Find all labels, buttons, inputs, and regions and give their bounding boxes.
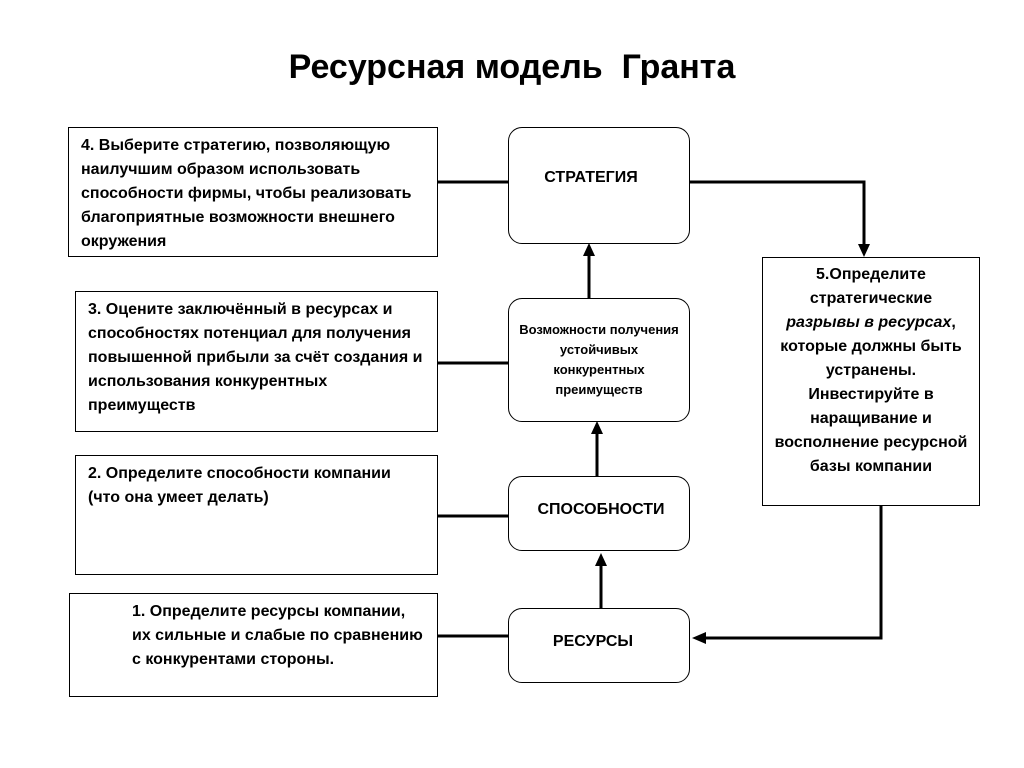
capabilities-label: СПОСОБНОСТИ — [537, 500, 665, 518]
step-5-italic: разрывы в ресурсах — [786, 314, 952, 331]
step-1-text: 1. Определите ресурсы компании, их сильн… — [132, 603, 423, 668]
step-5-part2: , которые должны быть устранены. Инвести… — [774, 314, 968, 475]
step-2-box: 2. Определите способности компании (что … — [75, 455, 438, 575]
step-5-text: 5.Определите стратегические разрывы в ре… — [771, 263, 971, 479]
step-3-box: 3. Оцените заключённый в ресурсах и спос… — [75, 291, 438, 432]
strategy-label: СТРАТЕГИЯ — [544, 168, 638, 186]
advantages-node: Возможности получения устойчивых конкуре… — [508, 298, 690, 422]
step-4-text: 4. Выберите стратегию, позволяющую наилу… — [81, 137, 412, 250]
resources-label: РЕСУРСЫ — [552, 632, 634, 650]
step-3-text: 3. Оцените заключённый в ресурсах и спос… — [88, 301, 423, 414]
resources-node: РЕСУРСЫ — [508, 608, 690, 683]
strategy-node: СТРАТЕГИЯ — [508, 127, 690, 244]
page-title: Ресурсная модель Гранта — [288, 48, 736, 86]
step-4-box: 4. Выберите стратегию, позволяющую наилу… — [68, 127, 438, 257]
capabilities-node: СПОСОБНОСТИ — [508, 476, 690, 551]
advantages-label: Возможности получения устойчивых конкуре… — [519, 322, 679, 397]
step-5-box: 5.Определите стратегические разрывы в ре… — [762, 257, 980, 506]
step-2-text: 2. Определите способности компании (что … — [88, 465, 391, 506]
step-5-part1: 5.Определите стратегические — [809, 266, 933, 307]
step-1-box: 1. Определите ресурсы компании, их сильн… — [69, 593, 438, 697]
